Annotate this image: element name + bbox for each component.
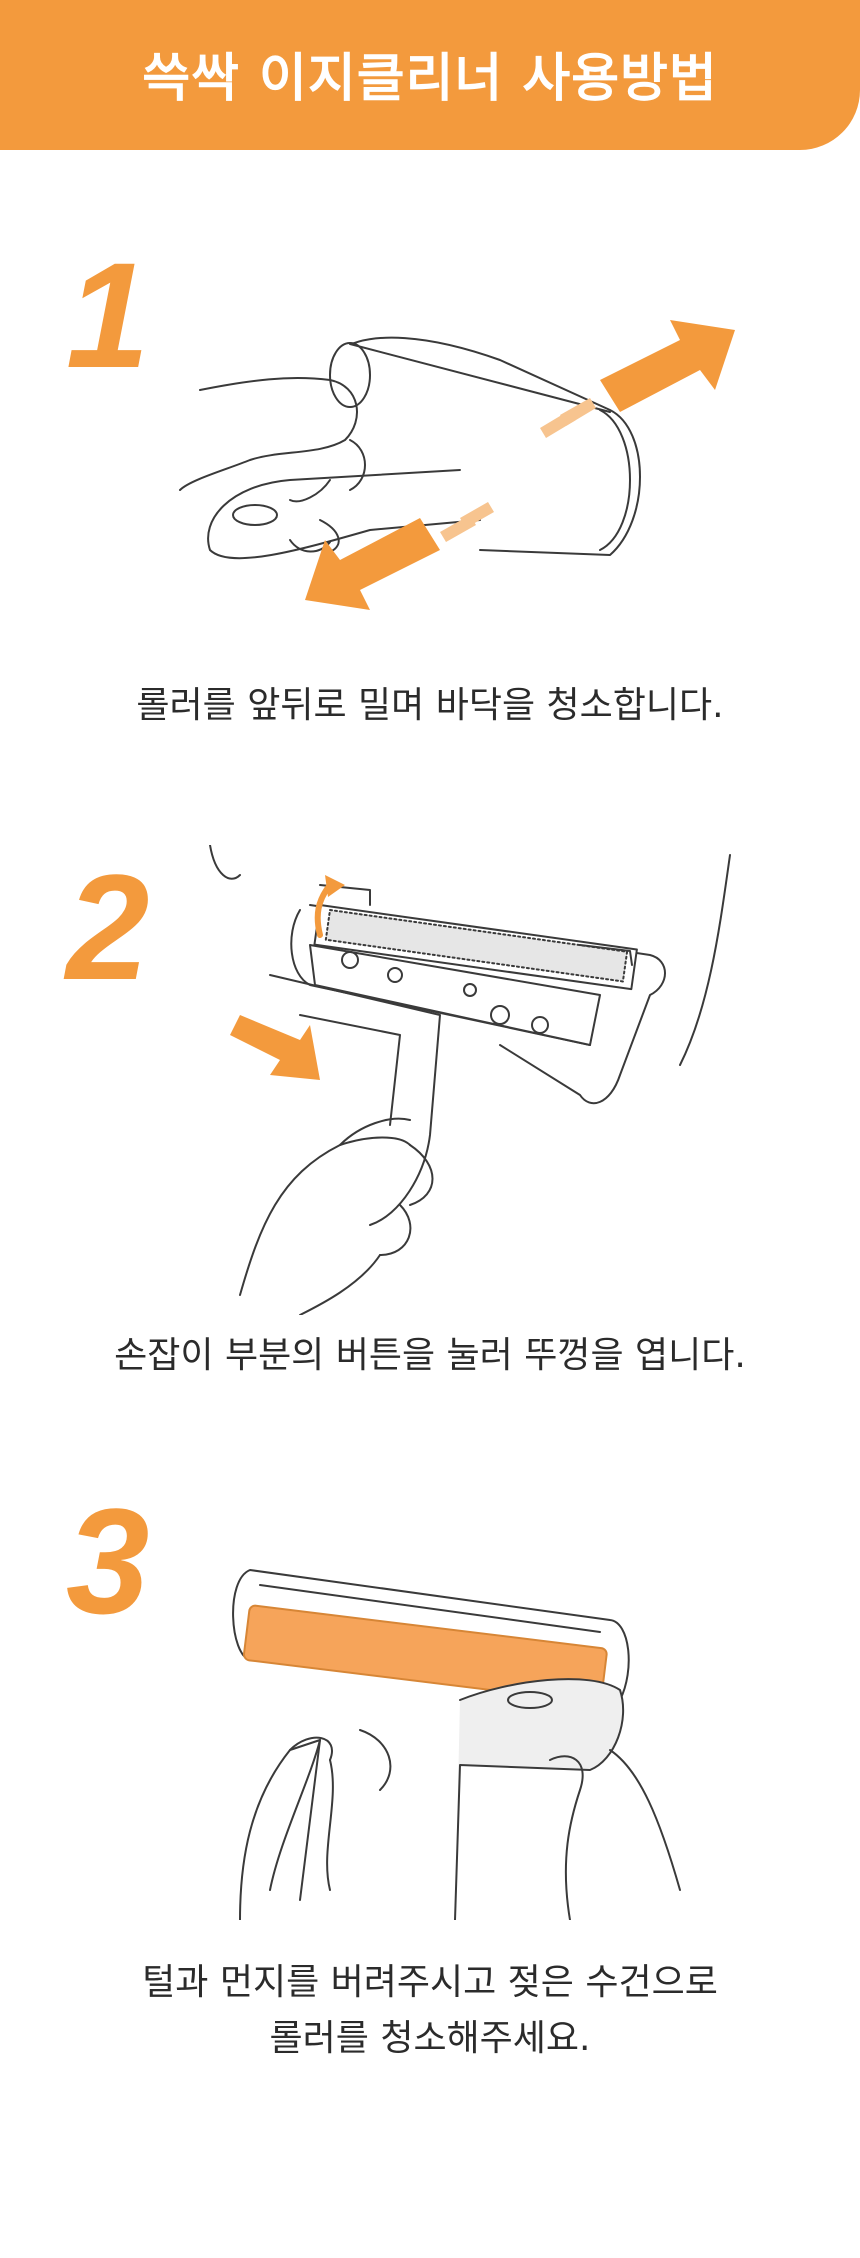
step-1-number: 1 (66, 231, 150, 399)
roller-pad (242, 1604, 608, 1704)
page-title: 쓱싹 이지클리너 사용방법 (142, 49, 718, 109)
step-3-caption-line-2: 롤러를 청소해주세요. (269, 2018, 591, 2059)
step-1-caption: 롤러를 앞뒤로 밀며 바닥을 청소합니다. (0, 678, 860, 734)
clean-roller-illustration (232, 1569, 681, 1920)
step-3-number: 3 (66, 1477, 150, 1645)
step-1-caption-line: 롤러를 앞뒤로 밀며 바닥을 청소합니다. (136, 685, 724, 726)
open-lid-illustration (209, 845, 731, 1315)
arrow-down-left-icon (305, 502, 494, 610)
arrow-up-icon (314, 875, 345, 938)
step-3-caption: 털과 먼지를 버려주시고 젖은 수건으로 롤러를 청소해주세요. (0, 1955, 860, 2067)
arrow-up-right-icon (540, 320, 735, 438)
page-header: 쓱싹 이지클리너 사용방법 (0, 0, 860, 150)
arrow-press-icon (230, 1015, 320, 1080)
step-2-number: 2 (66, 843, 150, 1011)
roller-push-illustration (179, 320, 735, 610)
step-3-caption-line-1: 털과 먼지를 버려주시고 젖은 수건으로 (142, 1962, 718, 2003)
step-2-caption: 손잡이 부분의 버튼을 눌러 뚜껑을 엽니다. (0, 1328, 860, 1384)
step-2-caption-line: 손잡이 부분의 버튼을 눌러 뚜껑을 엽니다. (114, 1335, 746, 1376)
